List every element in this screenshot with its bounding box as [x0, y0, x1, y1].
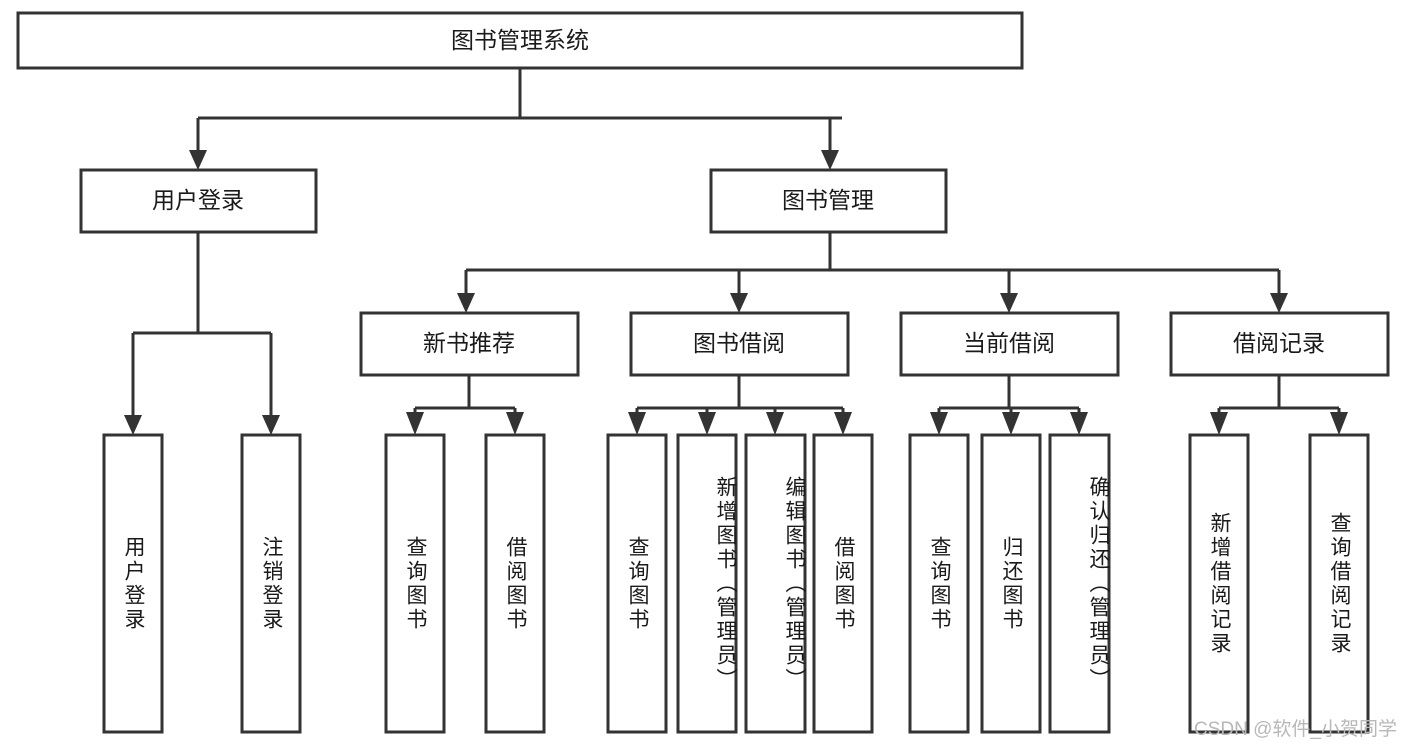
connector-group-root: [189, 68, 842, 170]
arrow-head-leaf-borrow-book-1: [506, 412, 524, 435]
leaf-box-borrow-book-2[interactable]: [812, 433, 874, 734]
csdn-watermark: CSDN @软件_小贺同学: [1194, 719, 1397, 740]
arrow-head-leaf-add-record: [1210, 412, 1228, 435]
arrow-head-leaf-edit-book: [766, 412, 784, 435]
arrow-head-leaf-return-book: [1002, 412, 1020, 435]
node-label-new-book-rec: 新书推荐: [423, 330, 515, 356]
node-label-book-borrow: 图书借阅: [693, 330, 785, 356]
connector-group-book-mgmt: [457, 232, 1288, 313]
leaf-box-edit-book[interactable]: [744, 433, 807, 734]
leaf-box-query-record[interactable]: [1308, 433, 1370, 734]
node-box-current-borrow[interactable]: [899, 311, 1120, 377]
arrow-head-user-login: [189, 150, 207, 170]
arrow-head-leaf-query-record: [1330, 412, 1348, 435]
arrow-head-current-borrow: [1000, 293, 1018, 313]
arrow-head-leaf-query-book-1: [406, 412, 424, 435]
node-box-book-mgmt[interactable]: [709, 168, 948, 234]
leaf-box-query-book-2[interactable]: [606, 433, 668, 734]
arrow-head-leaf-confirm-return: [1070, 412, 1088, 435]
connector-group-borrow-record: [1210, 375, 1348, 435]
leaf-box-add-book[interactable]: [676, 433, 738, 734]
arrow-head-leaf-query-book-2: [628, 412, 646, 435]
connector-group-book-borrow: [628, 375, 852, 435]
leaf-box-query-book-3[interactable]: [908, 433, 970, 734]
node-label-borrow-record: 借阅记录: [1233, 330, 1325, 356]
arrow-head-book-mgmt: [821, 150, 839, 170]
leaf-box-add-record[interactable]: [1188, 433, 1250, 734]
arrow-head-new-book-rec: [457, 293, 475, 313]
arrow-head-leaf-borrow-book-2: [834, 412, 852, 435]
arrow-head-book-borrow: [730, 293, 748, 313]
connector-group-current-borrow: [930, 375, 1088, 435]
arrow-head-leaf-user-login: [124, 415, 142, 435]
node-box-user-login[interactable]: [79, 168, 318, 234]
leaf-box-query-book-1[interactable]: [384, 433, 446, 734]
arrow-head-leaf-add-book: [698, 412, 716, 435]
connector-group-new-book-rec: [406, 375, 524, 435]
node-label-current-borrow: 当前借阅: [963, 330, 1055, 356]
node-label-book-mgmt: 图书管理: [782, 187, 874, 213]
arrow-head-leaf-logout: [262, 415, 280, 435]
leaf-box-borrow-book-1[interactable]: [484, 433, 546, 734]
node-box-new-book-rec[interactable]: [359, 311, 580, 377]
node-box-book-borrow[interactable]: [629, 311, 850, 377]
leaf-box-logout[interactable]: [240, 433, 302, 734]
leaf-box-return-book[interactable]: [980, 433, 1042, 734]
node-box-borrow-record[interactable]: [1169, 311, 1390, 377]
node-label-user-login: 用户登录: [152, 187, 244, 213]
arrow-head-leaf-query-book-3: [930, 412, 948, 435]
arrow-head-borrow-record: [1270, 293, 1288, 313]
leaf-box-user-login[interactable]: [102, 433, 164, 734]
node-label-root: 图书管理系统: [451, 27, 589, 53]
connector-group-user-login: [124, 232, 280, 435]
node-box-root[interactable]: [16, 11, 1024, 70]
leaf-box-confirm-return[interactable]: [1048, 433, 1111, 734]
